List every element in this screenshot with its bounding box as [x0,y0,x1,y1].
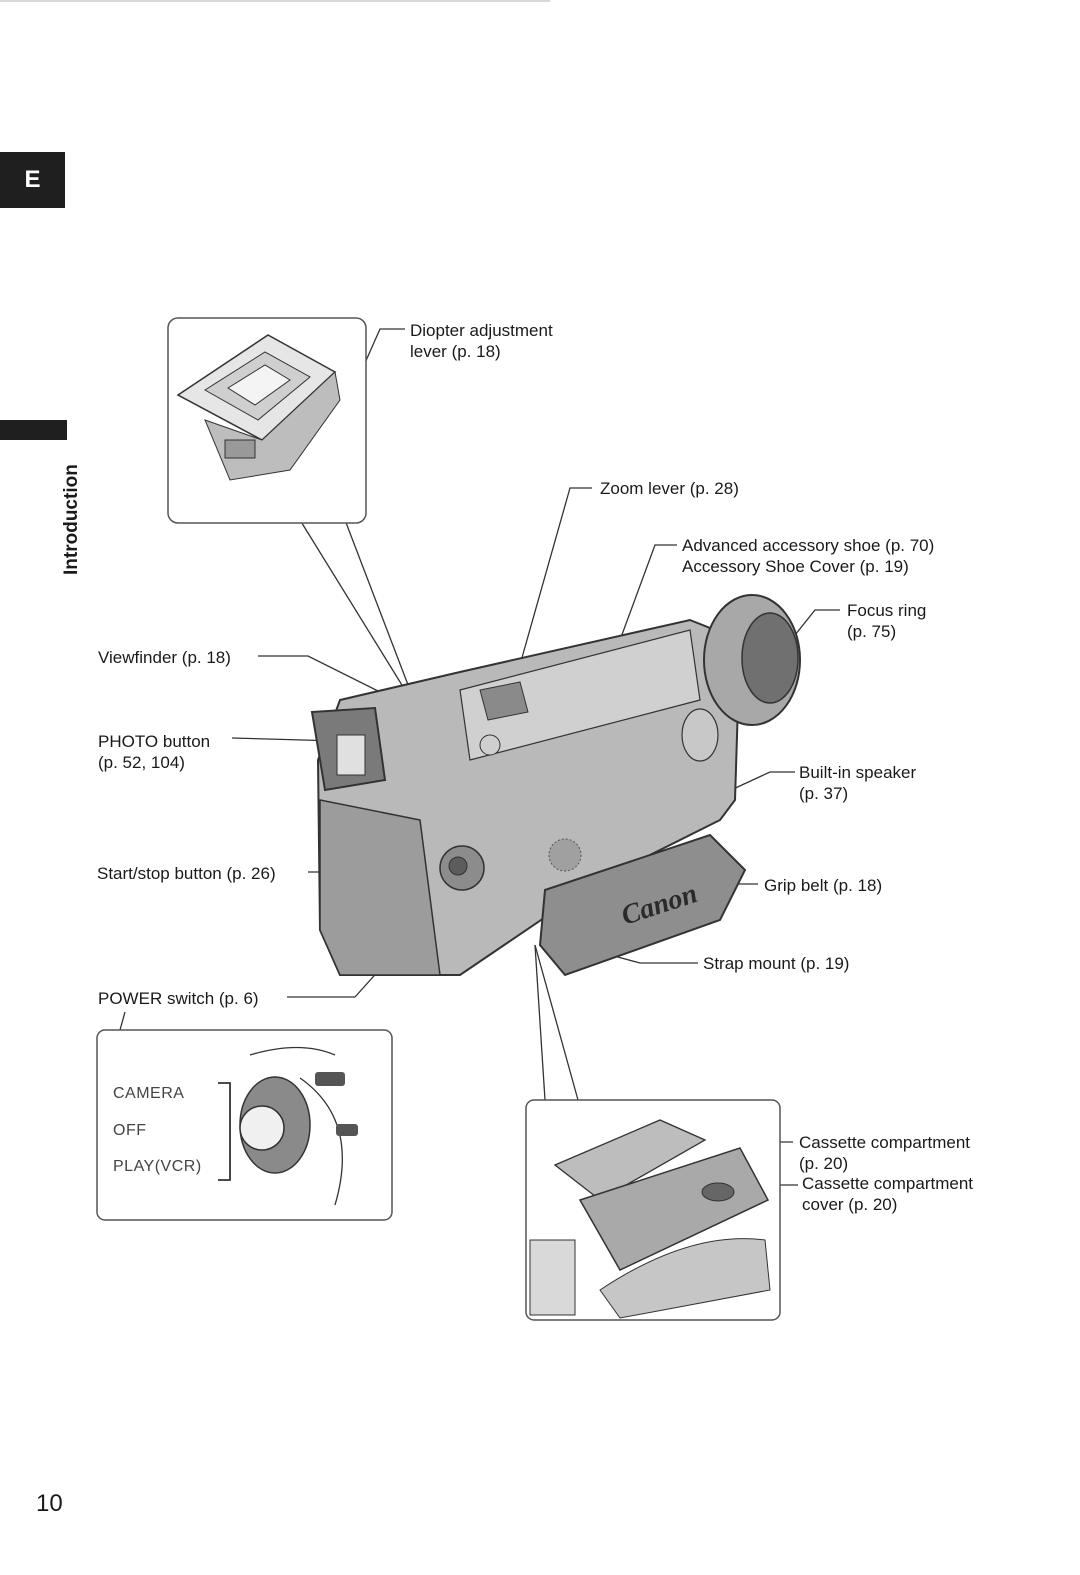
callout-viewfinder: Viewfinder (p. 18) [98,648,231,667]
power-mode-camera: CAMERA [113,1085,185,1102]
callout-speaker: Built-in speaker (p. 37) [799,763,917,803]
viewfinder-detail-inset [167,317,367,524]
power-mode-off: OFF [113,1122,147,1139]
language-tab: E [0,152,65,208]
callout-power-switch: POWER switch (p. 6) [98,989,259,1008]
callout-start-stop: Start/stop button (p. 26) [97,864,276,883]
top-rule [0,0,550,2]
section-marker-bar [0,420,67,440]
zoom-leader [509,487,592,701]
power-switch-inset [96,1029,393,1221]
callout-diopter: Diopter adjustment lever (p. 18) [410,321,553,361]
page-number: 10 [36,1490,63,1517]
callout-photo-button: PHOTO button (p. 52, 104) [98,732,211,772]
language-tab-letter: E [24,166,41,193]
viewfinder-leader [258,655,401,703]
cassette-detail-inset [525,1099,781,1321]
callout-zoom: Zoom lever (p. 28) [600,479,739,498]
callout-cassette-cover: Cassette compartment cover (p. 20) [802,1174,974,1214]
shoe-leader [619,544,677,641]
callout-grip-belt: Grip belt (p. 18) [764,876,883,895]
power-mode-play-vcr: PLAY(VCR) [113,1158,202,1175]
camcorder-body: Canon [310,594,801,977]
callout-accessory-shoe: Advanced accessory shoe (p. 70) Accessor… [682,536,935,576]
callout-focus-ring: Focus ring (p. 75) [847,601,927,641]
callout-cassette: Cassette compartment (p. 20) [799,1133,971,1173]
callout-strap-mount: Strap mount (p. 19) [703,954,850,973]
